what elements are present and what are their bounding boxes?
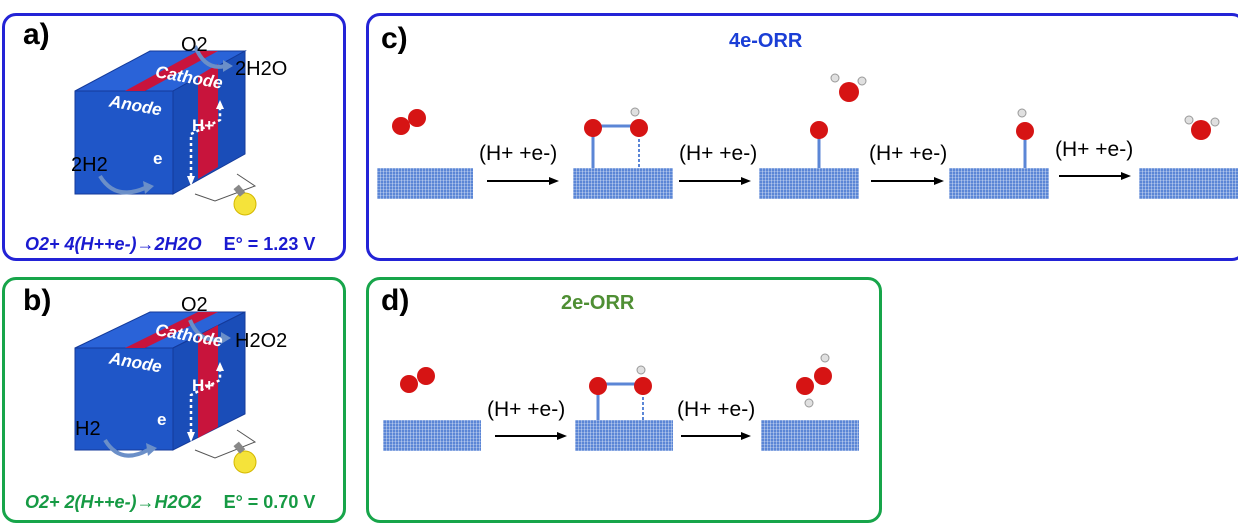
mechanism-2e (400, 353, 832, 440)
step-label-d-2: (H+ +e-) (677, 398, 756, 421)
electron-label-b: e (157, 410, 167, 429)
potential-b: E° = 0.70 V (223, 492, 316, 512)
mechanism-4e (392, 73, 1220, 185)
surface-d-1 (383, 420, 481, 451)
fuel-cell-diagram-b (74, 311, 257, 474)
step-label-c-3: (H+ +e-) (869, 142, 948, 165)
equation-b: O2+ 2(H++e-)→H2O2 E° = 0.70 V (25, 492, 315, 513)
step-label-c-2: (H+ +e-) (679, 142, 758, 165)
panel-c-label: c) (381, 22, 408, 55)
step-label-c-4: (H+ +e-) (1055, 138, 1134, 161)
h2-reactant-label-a: 2H2 (71, 154, 108, 176)
hplus-label-a: H+ (192, 116, 215, 135)
step-label-c-1: (H+ +e-) (479, 142, 558, 165)
panel-a-label: a) (23, 18, 50, 51)
surface-c-2 (573, 168, 673, 199)
hplus-label-b: H+ (192, 376, 215, 395)
equation-a: O2+ 4(H++e-)→2H2O E° = 1.23 V (25, 234, 315, 255)
surface-c-3 (759, 168, 859, 199)
surface-c-5 (1139, 168, 1238, 199)
h2o-product-label-a: 2H2O (235, 58, 288, 80)
potential-a: E° = 1.23 V (223, 234, 316, 254)
o2-label-a: O2 (181, 34, 208, 56)
panel-c: c) 4e-ORR (H+ +e-) (H+ +e-) (366, 13, 1238, 261)
panel-b: b) Cathode Anode H+ e O2 H2O2 H2 O2+ 2(H… (2, 277, 346, 523)
surface-c-1 (377, 168, 473, 199)
h2o2-product-label-b: H2O2 (235, 330, 288, 352)
panel-a: a) Cathode Anode H+ e O2 2H2O 2H2 O2+ 4(… (2, 13, 346, 261)
equation-text-b: O2+ 2(H++e-)→H2O2 (25, 492, 202, 512)
step-label-d-1: (H+ +e-) (487, 398, 566, 421)
surface-d-3 (761, 420, 859, 451)
electron-label-a: e (153, 149, 163, 168)
panel-d: d) 2e-ORR (H+ +e-) (H+ +e-) (366, 277, 882, 523)
panel-d-label: d) (381, 284, 410, 317)
h2-reactant-label-b: H2 (75, 418, 101, 440)
panel-c-title: 4e-ORR (729, 30, 803, 52)
panel-d-title: 2e-ORR (561, 292, 635, 314)
surface-c-4 (949, 168, 1049, 199)
o2-label-b: O2 (181, 294, 208, 316)
fuel-cell-diagram-a (74, 45, 257, 216)
surface-d-2 (575, 420, 673, 451)
equation-text-a: O2+ 4(H++e-)→2H2O (25, 234, 202, 254)
panel-b-label: b) (23, 284, 52, 317)
